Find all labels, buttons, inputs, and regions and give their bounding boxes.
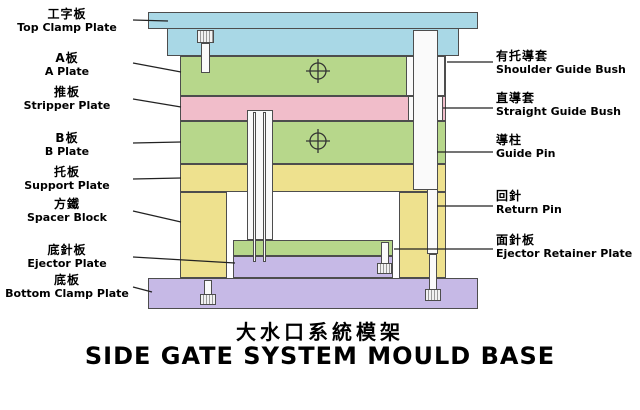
label-en: B Plate bbox=[44, 144, 90, 158]
label-zh: 底針板 bbox=[47, 243, 87, 257]
label-en: Support Plate bbox=[24, 178, 110, 192]
ejector-pin bbox=[253, 112, 256, 262]
socket-screw-shaft bbox=[201, 43, 210, 73]
label-return-pin: 回針 Return Pin bbox=[496, 189, 638, 216]
socket-screw-head bbox=[200, 294, 216, 305]
label-support-plate: 托板 Support Plate bbox=[2, 165, 132, 192]
label-stripper-plate: 推板 Stripper Plate bbox=[2, 85, 132, 112]
spacer-block-left bbox=[180, 192, 227, 278]
top-clamp-plate-flange bbox=[148, 12, 478, 29]
diagram-title-english: SIDE GATE SYSTEM MOULD BASE bbox=[84, 342, 556, 370]
label-bottom-clamp-plate: 底板 Bottom Clamp Plate bbox=[2, 273, 132, 300]
ejector-pin bbox=[263, 112, 266, 262]
socket-screw-head bbox=[425, 289, 441, 301]
label-zh: 面針板 bbox=[496, 233, 536, 247]
b-plate bbox=[180, 121, 446, 164]
support-plate bbox=[180, 164, 446, 192]
label-a-plate: A板 A Plate bbox=[2, 51, 132, 78]
label-en: Guide Pin bbox=[496, 146, 556, 160]
label-ejector-plate: 底針板 Ejector Plate bbox=[2, 243, 132, 270]
guide-pin bbox=[413, 30, 438, 190]
socket-screw-shaft bbox=[381, 242, 389, 264]
label-zh: 底板 bbox=[53, 273, 80, 287]
label-en: Stripper Plate bbox=[23, 98, 111, 112]
diagram-title-chinese: 大水口系統模架 bbox=[236, 320, 404, 344]
socket-screw-shaft bbox=[204, 280, 212, 295]
label-en: Straight Guide Bush bbox=[496, 104, 621, 118]
ejector-retainer-plate bbox=[233, 240, 393, 256]
ejector-plate bbox=[233, 256, 393, 278]
socket-screw-head bbox=[377, 263, 392, 274]
label-spacer-block: 方鐵 Spacer Block bbox=[2, 197, 132, 224]
label-ejector-retainer-plate: 面針板 Ejector Retainer Plate bbox=[496, 233, 638, 260]
label-b-plate: B板 B Plate bbox=[2, 131, 132, 158]
label-en: Ejector Plate bbox=[27, 256, 107, 270]
socket-screw-shaft bbox=[429, 254, 437, 290]
label-en: Shoulder Guide Bush bbox=[496, 62, 626, 76]
spacer-block-right bbox=[399, 192, 446, 278]
label-en: Top Clamp Plate bbox=[17, 20, 117, 34]
top-clamp-plate-body bbox=[167, 28, 459, 56]
label-top-clamp-plate: 工字板 Top Clamp Plate bbox=[2, 7, 132, 34]
label-straight-guide-bush: 直導套 Straight Guide Bush bbox=[496, 91, 638, 118]
label-zh: 直導套 bbox=[496, 91, 536, 105]
label-zh: B板 bbox=[55, 131, 79, 145]
label-zh: 方鐵 bbox=[53, 197, 80, 211]
socket-screw-head bbox=[197, 30, 214, 43]
label-zh: 工字板 bbox=[47, 7, 87, 21]
center-insert-column bbox=[247, 110, 273, 240]
label-guide-pin: 導柱 Guide Pin bbox=[496, 133, 638, 160]
label-zh: 有托導套 bbox=[496, 49, 549, 63]
label-shoulder-guide-bush: 有托導套 Shoulder Guide Bush bbox=[496, 49, 638, 76]
label-en: Spacer Block bbox=[26, 210, 107, 224]
label-en: A Plate bbox=[44, 64, 90, 78]
label-zh: 回針 bbox=[496, 189, 523, 203]
label-en: Return Pin bbox=[496, 202, 562, 216]
stripper-plate bbox=[180, 96, 446, 121]
label-en: Bottom Clamp Plate bbox=[5, 286, 129, 300]
label-zh: 托板 bbox=[53, 165, 80, 179]
label-zh: 導柱 bbox=[496, 133, 523, 147]
label-zh: A板 bbox=[55, 51, 79, 65]
label-en: Ejector Retainer Plate bbox=[496, 246, 633, 260]
label-zh: 推板 bbox=[53, 85, 80, 99]
